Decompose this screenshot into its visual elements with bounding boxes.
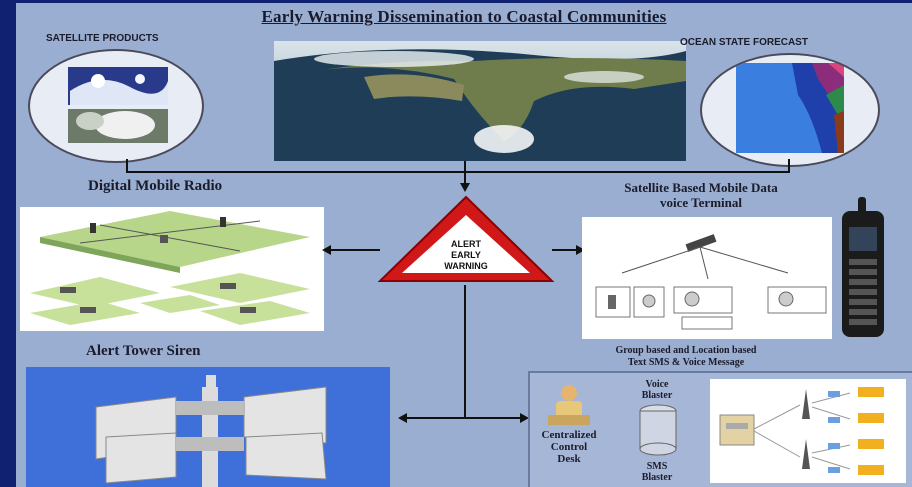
warning-text: WARNING <box>444 261 488 271</box>
right-arrow-icon <box>576 245 585 255</box>
left-arrow-icon <box>398 413 407 423</box>
down-arrow-icon <box>460 183 470 192</box>
sms-network-image <box>710 379 906 483</box>
ocean-forecast-oval <box>700 53 880 167</box>
satellite-terminal-image <box>582 217 832 339</box>
connector-line <box>126 159 128 173</box>
ocean-state-forecast-label: OCEAN STATE FORECAST <box>680 37 808 48</box>
early-text: EARLY <box>451 250 481 260</box>
left-arrow-icon <box>322 245 331 255</box>
label-line: Centralized <box>541 429 597 441</box>
digital-mobile-radio-label: Digital Mobile Radio <box>88 178 223 194</box>
earth-map-icon <box>274 41 686 161</box>
connector-line <box>464 285 466 419</box>
group-sms-label: Group based and Location based Text SMS … <box>536 345 836 369</box>
label-line: Control <box>550 441 588 453</box>
label-line: SMS <box>646 461 668 472</box>
digital-mobile-radio-image <box>20 207 324 331</box>
phone-screen <box>849 227 877 251</box>
voice-blaster-label: Voice Blaster <box>622 379 692 401</box>
siren-image <box>26 367 390 487</box>
operator-icon <box>548 385 590 425</box>
label-line: Text SMS & Voice Message <box>627 357 745 368</box>
siren-tower-icon <box>26 367 390 487</box>
label-line: Blaster <box>641 390 673 401</box>
alert-early-warning-sign: ALERT EARLY WARNING <box>377 195 555 282</box>
alert-text: ALERT <box>451 239 481 249</box>
connector-line <box>552 249 582 251</box>
diagram-title: Early Warning Dissemination to Coastal C… <box>261 7 667 26</box>
radio-network-icon <box>30 211 310 325</box>
antenna-icon <box>858 197 866 219</box>
label-line: Blaster <box>641 472 673 483</box>
alert-tower-siren-label: Alert Tower Siren <box>86 343 201 359</box>
mobile-network-icon <box>719 387 884 475</box>
label-line: voice Terminal <box>660 195 742 210</box>
top-bus-line <box>126 171 790 173</box>
satellite-terminal-label: Satellite Based Mobile Data voice Termin… <box>576 180 826 210</box>
earth-satellite-image <box>274 41 686 161</box>
sms-dissemination-box: Centralized Control Desk Voice Blaster S… <box>528 371 912 487</box>
right-arrow-icon <box>520 413 529 423</box>
diagram-panel: Early Warning Dissemination to Coastal C… <box>16 3 912 487</box>
connector-line <box>464 161 466 183</box>
phone-keypad <box>849 259 877 325</box>
satellite-phone-icon <box>842 197 884 337</box>
satellite-products-oval <box>28 49 204 163</box>
label-line: Group based and Location based <box>615 345 757 356</box>
control-desk-label: Centralized Control Desk <box>534 429 604 465</box>
connector-line <box>324 249 380 251</box>
bottom-bus-line <box>402 417 526 419</box>
label-line: Desk <box>557 453 581 465</box>
satellite-network-icon <box>595 234 827 330</box>
server-cylinder-icon <box>639 404 677 456</box>
ocean-forecast-map-icon <box>736 63 844 153</box>
sms-blaster-label: SMS Blaster <box>622 461 692 483</box>
connector-line <box>788 159 790 173</box>
label-line: Satellite Based Mobile Data <box>624 180 778 195</box>
label-line: Voice <box>645 379 669 390</box>
satellite-products-label: SATELLITE PRODUCTS <box>46 33 159 44</box>
satellite-imagery-icon <box>68 67 168 143</box>
